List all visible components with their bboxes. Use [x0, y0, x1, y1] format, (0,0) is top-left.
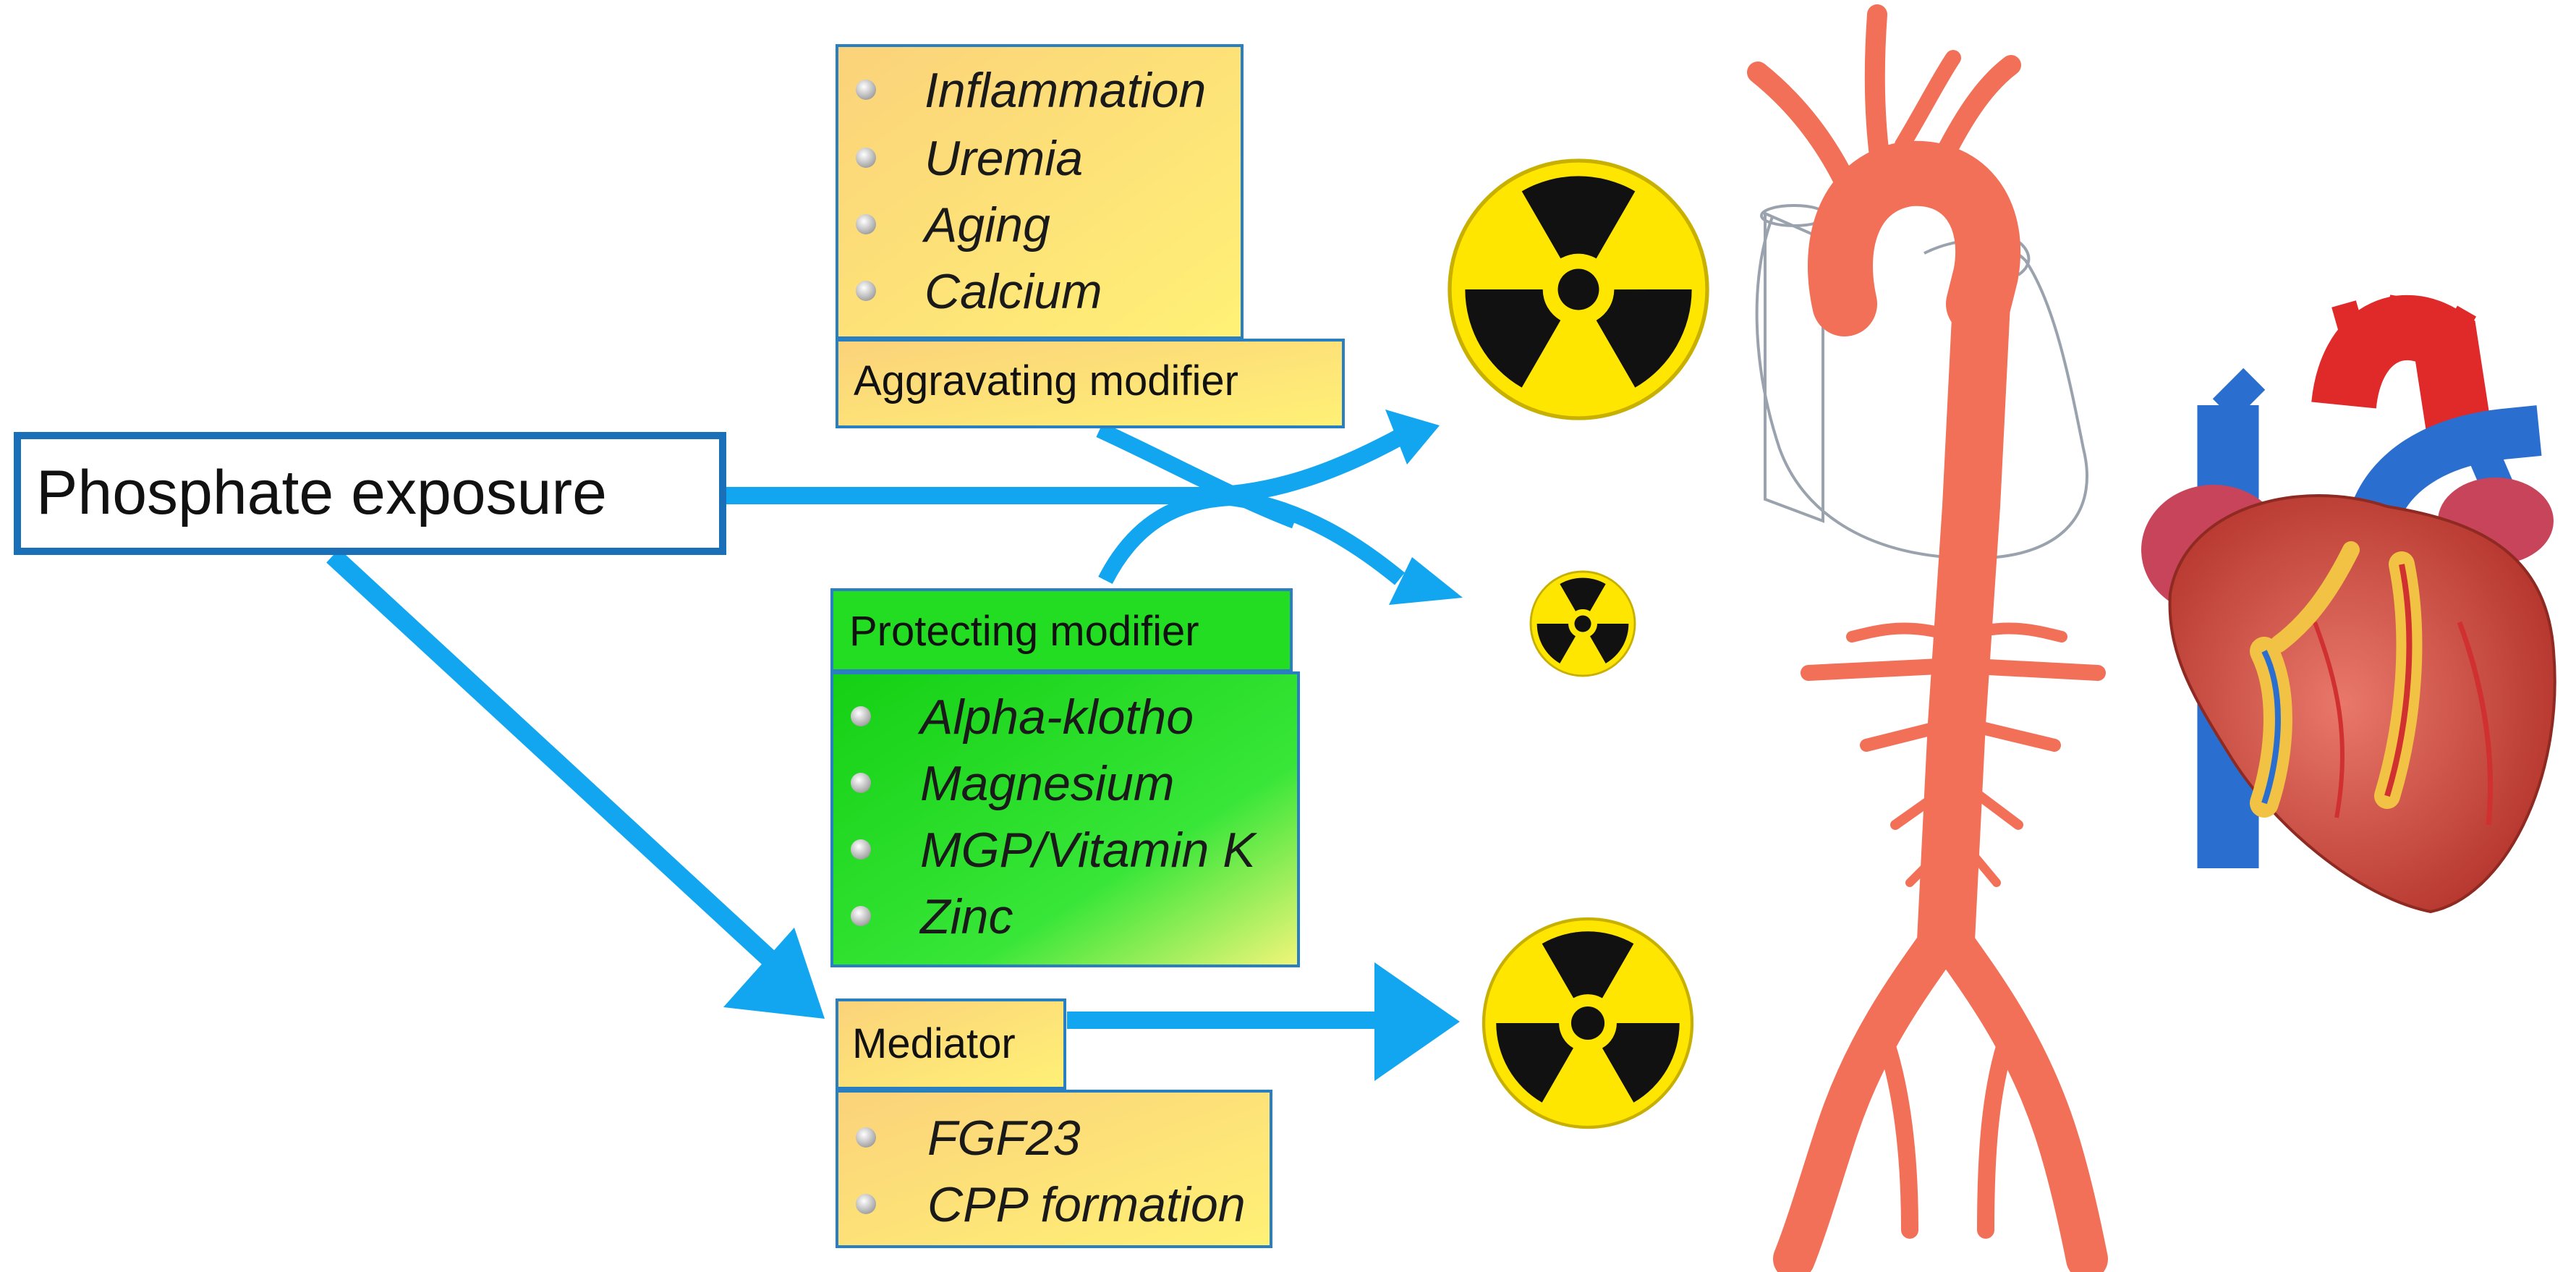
protecting-item: Magnesium	[920, 756, 1175, 811]
aggravating-title: Aggravating modifier	[854, 357, 1238, 404]
bullet-icon	[856, 214, 876, 234]
mediator-title: Mediator	[852, 1020, 1016, 1067]
protecting-item: Alpha-klotho	[917, 690, 1194, 745]
bullet-icon	[856, 148, 876, 168]
mediator-item: CPP formation	[927, 1177, 1246, 1232]
protecting-list-box: Alpha-klotho Magnesium MGP/Vitamin K Zin…	[830, 671, 1300, 967]
bullet-icon	[851, 839, 871, 860]
protecting-item: MGP/Vitamin K	[920, 823, 1257, 878]
aggravating-item: Aging	[922, 198, 1050, 253]
bullet-icon	[856, 1194, 876, 1214]
phosphate-exposure-box: Phosphate exposure	[14, 432, 726, 555]
aggravating-list-box: Inflammation Uremia Aging Calcium	[836, 44, 1244, 339]
aggravating-item: Inflammation	[924, 63, 1206, 118]
aggravating-title-box: Aggravating modifier	[836, 339, 1345, 428]
heart-illustration	[2141, 294, 2556, 914]
aorta-illustration	[1747, 4, 2108, 1272]
arrowhead-mediator	[723, 928, 825, 1019]
aggravating-item: Uremia	[924, 131, 1083, 186]
protecting-title: Protecting modifier	[849, 608, 1199, 655]
exposure-arrow-upper	[723, 429, 1404, 504]
heart-outline-sketch	[1755, 216, 2088, 560]
mediator-list-box: FGF23 CPP formation	[836, 1090, 1272, 1248]
radiation-hazard-icon	[1482, 917, 1694, 1129]
bullet-icon	[851, 906, 871, 926]
arrowhead-upper	[1385, 410, 1440, 465]
bullet-icon	[856, 80, 876, 100]
protecting-arrow	[1098, 489, 1405, 585]
radiation-hazard-icon	[1529, 570, 1636, 677]
arrowhead-mediator-out	[1374, 962, 1460, 1081]
mediator-item: FGF23	[927, 1111, 1081, 1166]
protecting-item: Zinc	[919, 889, 1013, 944]
exposure-to-mediator-arrow	[326, 548, 788, 977]
bullet-icon	[856, 281, 876, 301]
aggravating-item: Calcium	[924, 264, 1102, 319]
phosphate-exposure-label: Phosphate exposure	[36, 458, 607, 527]
protecting-title-box: Protecting modifier	[830, 588, 1293, 672]
bullet-icon	[856, 1127, 876, 1148]
mediator-title-box: Mediator	[836, 998, 1066, 1090]
arrowhead-lower	[1389, 557, 1463, 605]
radiation-hazard-icon	[1448, 158, 1709, 420]
bullet-icon	[851, 706, 871, 726]
bullet-icon	[851, 773, 871, 793]
arrows	[326, 410, 1463, 1081]
